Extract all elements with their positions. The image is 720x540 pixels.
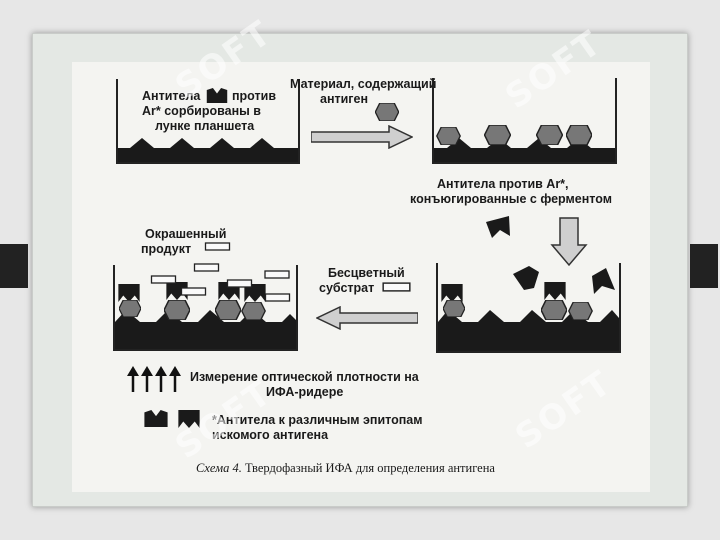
- antigen-icon: [541, 300, 567, 320]
- free-conjugate-icon: [513, 266, 539, 290]
- colored-product-label-2: продукт: [141, 242, 191, 256]
- arrow-down-icon: [550, 217, 588, 267]
- antigen-icon: [119, 300, 141, 317]
- measurement-arrows-icon: [127, 366, 181, 392]
- substrate-label-1: Бесцветный: [328, 266, 405, 280]
- antibody-label-3: лунке планшета: [155, 119, 255, 133]
- conjugated-antibody-icon: [441, 284, 463, 302]
- well-4: [113, 265, 298, 351]
- colored-product-label-1: Окрашенный: [145, 227, 226, 241]
- antigen-icon: [443, 300, 465, 317]
- right-tab: [690, 244, 718, 288]
- conjugated-antibody-icon: [544, 282, 566, 300]
- caption-prefix: Схема 4.: [196, 461, 242, 475]
- conjugate-label-1: Антитела против Ar*,: [437, 177, 569, 191]
- measure-label-1: Измерение оптической плотности на: [190, 370, 420, 384]
- substrate-label-2: субстрат: [319, 281, 374, 295]
- well-1: [116, 79, 300, 164]
- legend-label-1: *Антитела к различным эпитопам: [212, 413, 423, 427]
- legend-label-2: искомого антигена: [212, 428, 329, 442]
- arrow-left-icon: [316, 306, 418, 330]
- antigen-icon: [566, 125, 592, 145]
- antigen-icon: [215, 300, 241, 320]
- antibody-label-2: Ar* сорбированы в: [142, 104, 261, 118]
- material-label-2: антиген: [320, 92, 368, 106]
- conjugated-antibody-icon: [486, 216, 510, 238]
- caption-text: Твердофазный ИФА для определения антиген…: [242, 461, 496, 475]
- antigen-icon: [568, 302, 593, 320]
- free-conjugate-icon: [592, 268, 615, 294]
- left-tab: [0, 244, 28, 288]
- measure-label-2: ИФА-ридере: [266, 385, 343, 399]
- scheme-caption: Схема 4. Твердофазный ИФА для определени…: [196, 461, 495, 475]
- antigen-icon: [436, 127, 461, 145]
- antigen-icon: [536, 125, 563, 145]
- substrate-icon: [382, 282, 411, 292]
- legend-antibody-icon: [144, 410, 168, 427]
- antigen-icon: [375, 103, 399, 121]
- antigen-icon: [164, 300, 190, 320]
- antibody-label-1b: против: [232, 89, 276, 103]
- conjugated-antibody-icon: [118, 284, 140, 302]
- antigen-icon: [241, 302, 266, 320]
- well-3: [436, 263, 621, 353]
- antibody-label-1: Антитела: [142, 89, 201, 103]
- material-label-1: Материал, содержащий: [290, 77, 436, 91]
- antigen-icon: [484, 125, 511, 145]
- conjugate-label-2: конъюгированные с ферментом: [410, 192, 612, 206]
- well-2: [432, 78, 617, 164]
- arrow-right-icon: [311, 125, 413, 149]
